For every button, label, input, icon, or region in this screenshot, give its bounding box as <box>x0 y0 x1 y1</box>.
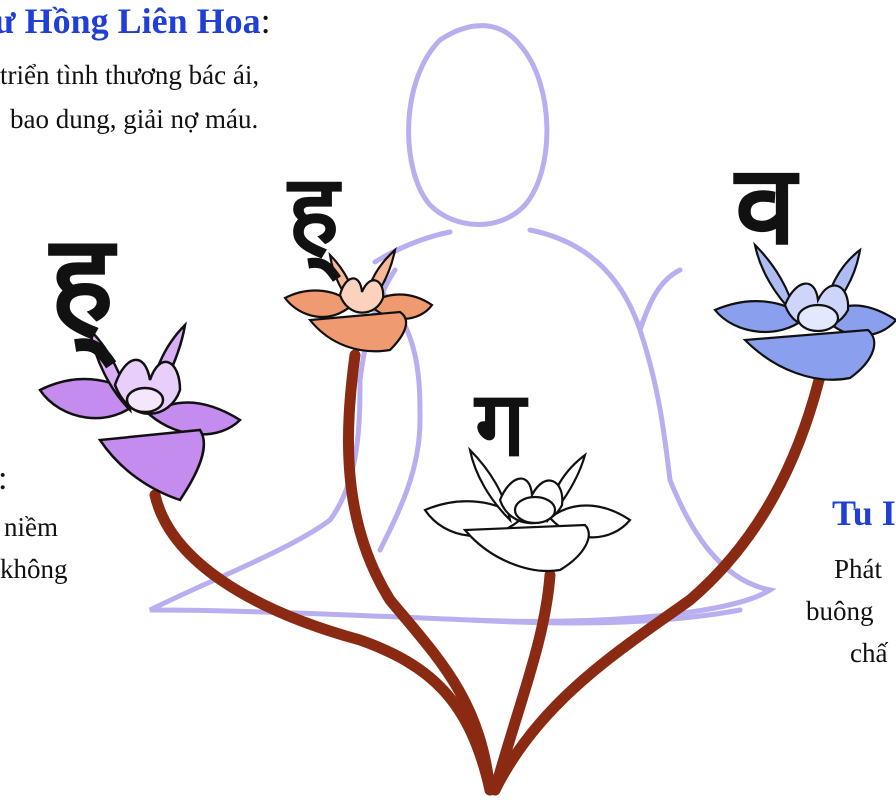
middle-left-colon: : <box>0 462 7 496</box>
top-left-colon: : <box>261 1 271 41</box>
top-left-line-1: triển tình thương bác ái, <box>0 58 259 92</box>
top-left-heading-row: ư Hồng Liên Hoa: <box>0 4 271 41</box>
top-left-line-2: bao dung, giải nợ máu. <box>10 102 258 136</box>
syllable-blue: व <box>735 145 796 265</box>
right-line-2: buông <box>806 594 874 628</box>
right-heading: Tu I <box>832 496 896 530</box>
right-line-3: chấ <box>850 636 887 670</box>
top-left-heading: ư Hồng Liên Hoa <box>0 1 261 41</box>
purple-lotus <box>40 325 240 500</box>
white-lotus <box>425 450 630 571</box>
syllable-orange: ह् <box>288 160 339 260</box>
syllable-purple: ह् <box>50 215 114 345</box>
right-line-1: Phát <box>834 552 882 586</box>
syllable-white: ग <box>475 375 526 475</box>
middle-left-line-1: niềm <box>4 510 58 544</box>
middle-left-line-2: không <box>0 552 68 586</box>
